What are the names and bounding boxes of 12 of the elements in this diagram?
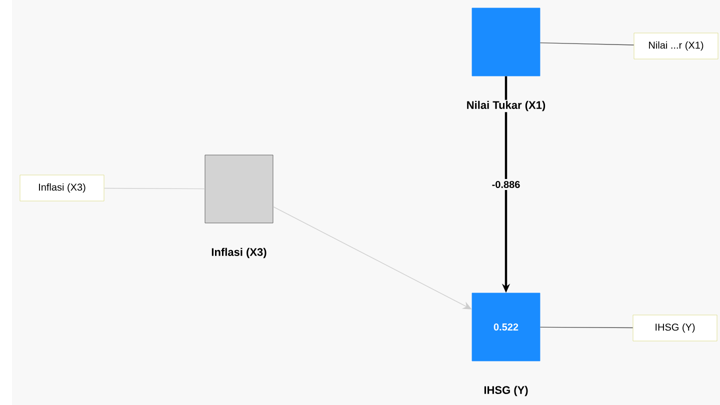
construct-box [472, 8, 540, 76]
indicator-box: Inflasi (X3) [20, 174, 104, 202]
indicator-box: Nilai ...r (X1) [634, 32, 718, 60]
construct-box [204, 154, 274, 224]
value-box: 0.522 [472, 292, 540, 362]
construct-label: IHSG (Y) [482, 384, 530, 398]
connector-line [104, 188, 206, 190]
indicator-box: IHSG (Y) [632, 314, 718, 342]
construct-label: Inflasi (X3) [210, 246, 268, 260]
connector-line [540, 326, 634, 328]
connector-line [540, 42, 634, 46]
construct-label: Nilai Tukar (X1) [465, 100, 547, 112]
